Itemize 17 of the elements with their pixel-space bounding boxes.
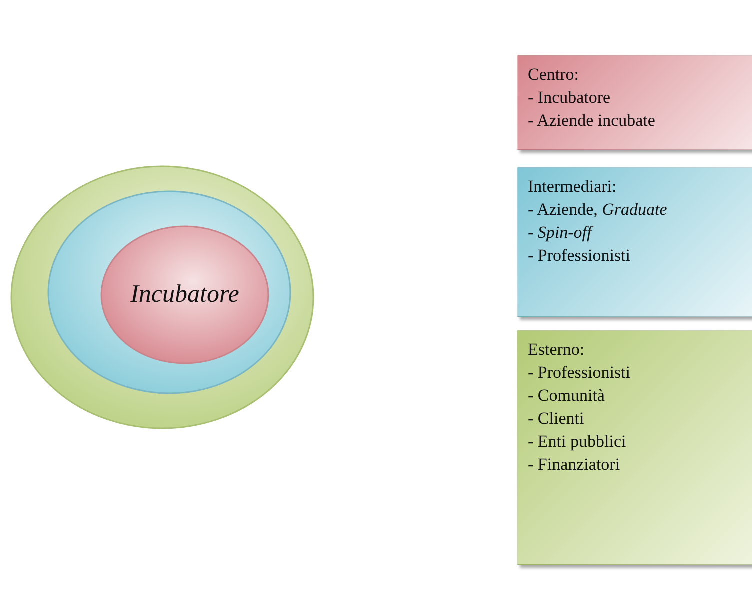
- ellipse-label: Incubatore: [130, 281, 240, 308]
- panel-heading: Intermediari:: [528, 176, 617, 198]
- list-item: - Aziende incubate: [528, 110, 656, 132]
- list-item: - Finanziatori: [528, 454, 620, 476]
- category-panel: [517, 167, 752, 317]
- list-item: - Professionisti: [528, 245, 630, 267]
- list-item: - Comunità: [528, 385, 605, 407]
- panel-heading: Centro:: [528, 64, 579, 86]
- list-item: - Enti pubblici: [528, 431, 626, 453]
- list-item: - Professionisti: [528, 362, 630, 384]
- category-panel: [517, 55, 752, 150]
- list-item: - Aziende, Graduate: [528, 199, 668, 221]
- list-item: - Clienti: [528, 408, 584, 430]
- list-item: - Incubatore: [528, 87, 611, 109]
- category-panel: [517, 330, 752, 565]
- list-item: - Spin-off: [528, 222, 592, 244]
- panel-heading: Esterno:: [528, 339, 585, 361]
